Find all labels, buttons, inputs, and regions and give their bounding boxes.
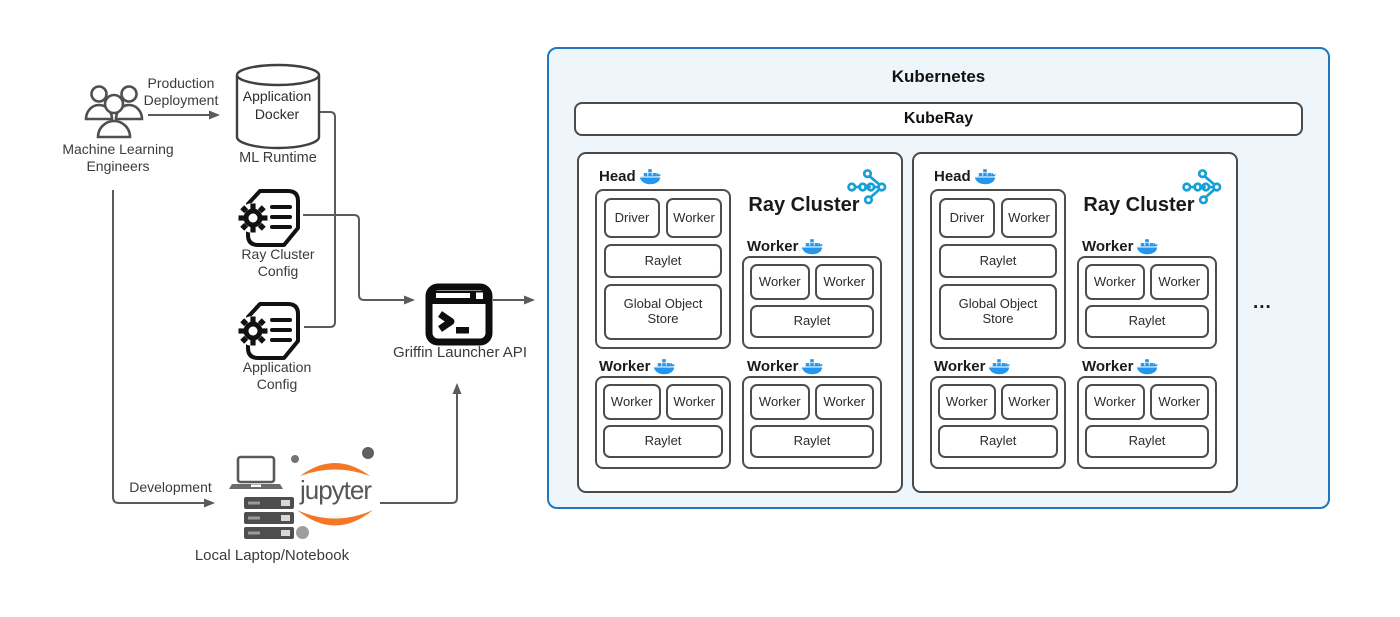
worker-cell: Worker — [814, 384, 874, 420]
kuberay-bar: KubeRay — [574, 102, 1303, 136]
head-group: Driver Worker Raylet Global Object Store — [930, 189, 1066, 349]
worker-group: Worker Worker Raylet — [930, 376, 1066, 469]
config-file-icon — [238, 189, 300, 247]
global-object-store-cell: Global Object Store — [604, 284, 722, 340]
worker-cell: Worker — [665, 384, 723, 420]
jupyter-dot — [362, 447, 374, 459]
jupyter-dot — [296, 526, 309, 539]
application-config-label: Application Config — [242, 359, 312, 392]
docker-icon — [654, 358, 676, 374]
worker-cell: Worker — [938, 384, 996, 420]
raylet-cell: Raylet — [750, 305, 874, 338]
local-laptop-notebook-label: Local Laptop/Notebook — [194, 547, 350, 564]
jupyter-logo: jupyter — [288, 446, 383, 542]
worker-group-label: Worker — [1082, 238, 1159, 255]
people-icon — [84, 85, 144, 139]
raylet-cell: Raylet — [939, 244, 1057, 278]
worker-group-label: Worker — [599, 358, 676, 375]
docker-icon — [974, 168, 996, 184]
worker-group: Worker Worker Raylet — [1077, 376, 1217, 469]
ray-cluster-title: Ray Cluster — [748, 194, 860, 216]
worker-cell: Worker — [1085, 264, 1145, 300]
docker-icon — [989, 358, 1011, 374]
ray-cluster-title: Ray Cluster — [1083, 194, 1195, 216]
raylet-cell: Raylet — [1085, 425, 1209, 458]
worker-cell: Worker — [1085, 384, 1145, 420]
head-label: Head — [599, 168, 661, 185]
kubernetes-title: Kubernetes — [891, 67, 986, 86]
head-label: Head — [934, 168, 996, 185]
worker-cell: Worker — [603, 384, 661, 420]
worker-group-label: Worker — [747, 358, 824, 375]
jupyter-wordmark: jupyter — [299, 475, 372, 505]
ml-runtime-label: ML Runtime — [239, 150, 317, 166]
global-object-store-cell: Global Object Store — [939, 284, 1057, 340]
raylet-cell: Raylet — [604, 244, 722, 278]
worker-cell: Worker — [666, 198, 722, 238]
driver-cell: Driver — [939, 198, 995, 238]
worker-cell: Worker — [814, 264, 874, 300]
griffin-launcher-api-label: Griffin Launcher API — [393, 344, 527, 361]
worker-cell: Worker — [1000, 384, 1058, 420]
more-clusters-ellipsis: ... — [1253, 292, 1272, 313]
development-label: Development — [129, 479, 212, 495]
server-stack-icon — [244, 497, 294, 539]
worker-cell: Worker — [750, 264, 810, 300]
raylet-cell: Raylet — [750, 425, 874, 458]
ray-icon — [1182, 169, 1222, 205]
worker-group-label: Worker — [934, 358, 1011, 375]
docker-icon — [802, 358, 824, 374]
ray-cluster-config-label: Ray Cluster Config — [241, 246, 315, 279]
worker-group-label: Worker — [747, 238, 824, 255]
docker-icon — [1137, 238, 1159, 254]
raylet-cell: Raylet — [1085, 305, 1209, 338]
production-deployment-label: Production Deployment — [143, 75, 219, 108]
application-docker-node: Application Docker — [242, 88, 312, 122]
worker-group: Worker Worker Raylet — [1077, 256, 1217, 349]
config-file-icon — [238, 302, 300, 360]
raylet-cell: Raylet — [603, 425, 723, 458]
docker-icon — [639, 168, 661, 184]
cylinder-shape — [235, 63, 321, 150]
worker-group: Worker Worker Raylet — [595, 376, 731, 469]
worker-cell: Worker — [1001, 198, 1057, 238]
docker-icon — [802, 238, 824, 254]
ray-cluster-box: Head Driver Worker Raylet Global Object … — [912, 152, 1238, 493]
docker-icon — [1137, 358, 1159, 374]
driver-cell: Driver — [604, 198, 660, 238]
kubernetes-container: Kubernetes KubeRay ... Head Driver Worke… — [547, 47, 1330, 509]
jupyter-dot — [291, 455, 299, 463]
worker-cell: Worker — [1149, 384, 1209, 420]
ray-cluster-box: Head Driver Worker Raylet Global Object … — [577, 152, 903, 493]
laptop-icon — [229, 455, 283, 489]
raylet-cell: Raylet — [938, 425, 1058, 458]
worker-group: Worker Worker Raylet — [742, 376, 882, 469]
worker-cell: Worker — [1149, 264, 1209, 300]
worker-group: Worker Worker Raylet — [742, 256, 882, 349]
worker-cell: Worker — [750, 384, 810, 420]
worker-group-label: Worker — [1082, 358, 1159, 375]
terminal-icon — [425, 283, 493, 346]
head-group: Driver Worker Raylet Global Object Store — [595, 189, 731, 349]
ray-icon — [847, 169, 887, 205]
engineers-label: Machine Learning Engineers — [62, 141, 174, 174]
